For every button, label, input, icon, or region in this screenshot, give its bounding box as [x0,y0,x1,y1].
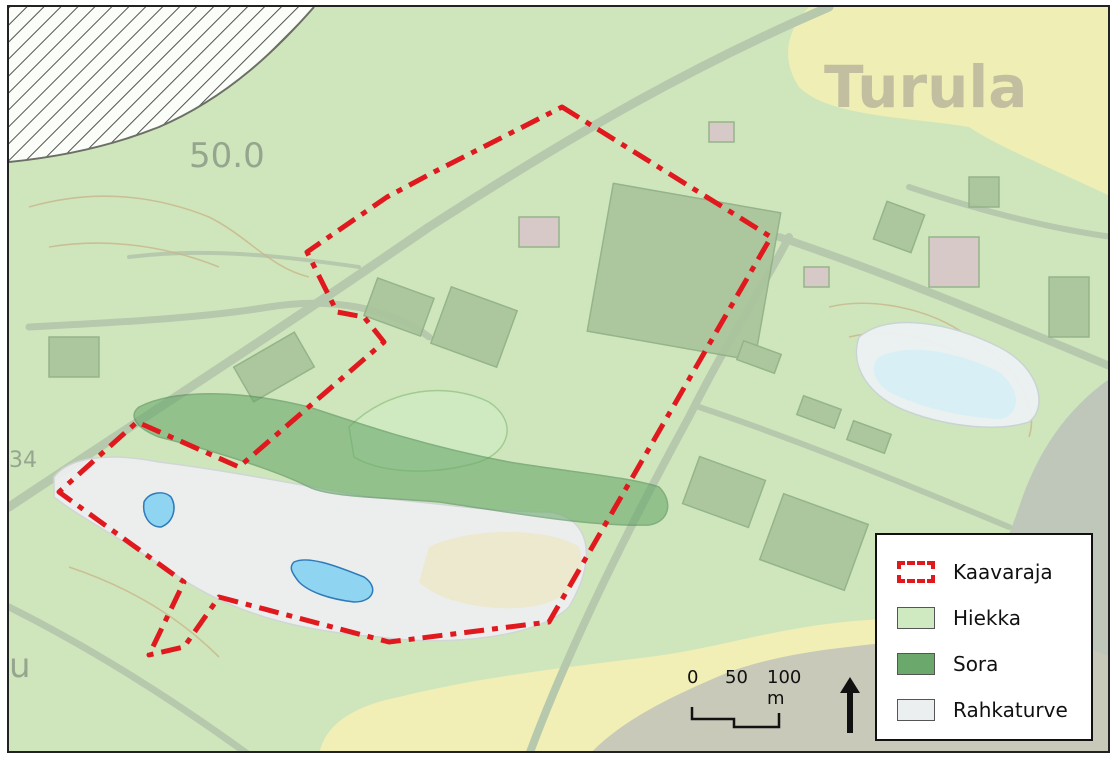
legend-label-hiekka: Hiekka [953,606,1021,630]
buildings [48,121,1090,592]
legend-swatch-sora [897,653,935,675]
legend-item-hiekka: Hiekka [897,603,1021,633]
north-arrow-icon [840,677,860,733]
pond-2 [290,559,374,603]
rahkaturve-yellow-patch [419,532,582,609]
yellow-area-top-right [788,7,1108,196]
partial-label-left: u [9,646,31,686]
legend-swatch-hiekka [897,607,935,629]
legend-label-sora: Sora [953,652,999,676]
hatched-area-edge [9,7,315,163]
scale-label-50: 50 [725,667,748,688]
water-right [873,349,1016,419]
legend-swatch-rahkaturve [897,699,935,721]
pond-1 [142,492,175,528]
scale-label-0: 0 [687,667,699,688]
legend-item-rahkaturve: Rahkaturve [897,695,1068,725]
legend-label-rahkaturve: Rahkaturve [953,698,1068,722]
map-canvas[interactable]: Turula 50.0 u 34 [9,7,1110,753]
place-label: Turula [824,53,1027,121]
scale-bar-graphic [690,707,781,729]
sora-area [133,393,669,526]
spot-height-label: 50.0 [189,136,265,176]
scale-label-100: 100 m [767,667,802,709]
hatched-area [9,7,314,162]
legend-item-kaavaraja: Kaavaraja [897,557,1053,587]
partial-label-side: 34 [9,448,37,473]
legend-label-kaavaraja: Kaavaraja [953,560,1053,584]
legend-item-sora: Sora [897,649,998,679]
map-view[interactable]: Turula 50.0 u 34 0 50 100 m Kaavaraja Hi… [7,5,1110,753]
legend-swatch-kaavaraja [897,561,935,583]
legend: Kaavaraja Hiekka Sora Rahkaturve [875,533,1093,741]
scalebar: 0 50 100 m [679,667,809,731]
